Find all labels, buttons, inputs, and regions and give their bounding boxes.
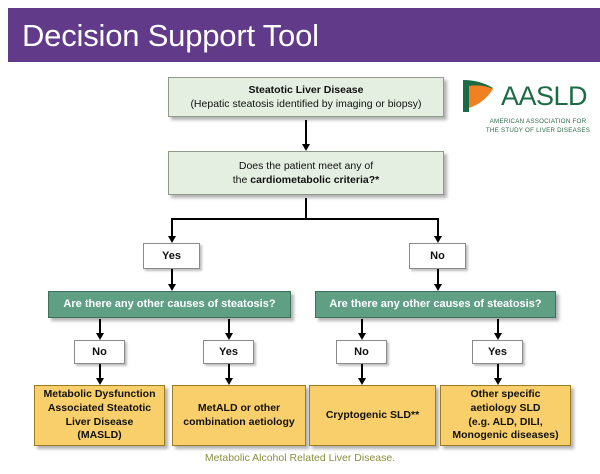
aasld-logo: AASLD AMERICAN ASSOCIATION FOR THE STUDY…: [460, 76, 594, 138]
decision-label-left-yes[interactable]: Yes: [203, 340, 254, 364]
arrow-to-yes-box: [167, 236, 176, 243]
connector-right-no-to-cryptogenic: [361, 364, 363, 380]
node-root-title: Steatotic Liver Disease: [248, 83, 364, 96]
aasld-subtitle: AMERICAN ASSOCIATION FOR THE STUDY OF LI…: [460, 118, 594, 136]
arrow-yes-to-green-left: [167, 284, 176, 291]
decision-label-no[interactable]: No: [409, 243, 466, 269]
outcome-masld: Metabolic Dysfunction Associated Steatot…: [34, 385, 165, 446]
outcome-metald: MetALD or other combination aetiology: [172, 385, 306, 446]
connector-right-yes-to-other: [497, 364, 499, 380]
node-other-causes-question-left: Are there any other causes of steatosis?: [48, 291, 291, 318]
connector-split-left-down: [171, 218, 173, 238]
arrow-left-yes-to-metald: [224, 378, 233, 385]
aasld-subtitle-line1: AMERICAN ASSOCIATION FOR: [489, 118, 587, 125]
outcome-metald-line1: MetALD or other: [197, 401, 281, 414]
connector-no-to-green-right: [437, 269, 439, 286]
connector-question-down: [305, 198, 307, 220]
decision-label-yes[interactable]: Yes: [143, 243, 200, 269]
node-question-line1: Does the patient meet any of: [238, 159, 374, 172]
outcome-other-line2: aetiology SLD: [470, 401, 541, 414]
arrow-no-to-green-right: [433, 284, 442, 291]
outcome-masld-line4: (MASLD): [77, 429, 122, 442]
node-other-causes-question-right: Are there any other causes of steatosis?: [315, 291, 556, 318]
outcome-masld-line1: Metabolic Dysfunction: [43, 388, 156, 401]
footer-note: Metabolic Alcohol Related Liver Disease.: [204, 452, 396, 464]
connector-split-horizontal: [171, 218, 439, 220]
node-cardiometabolic-question: Does the patient meet any of the cardiom…: [168, 151, 444, 195]
outcome-metald-line2: combination aetiology: [183, 415, 295, 428]
aasld-wordmark-row: AASLD: [460, 76, 594, 116]
arrow-right-no-to-cryptogenic: [357, 378, 366, 385]
aasld-subtitle-line2: THE STUDY OF LIVER DISEASES: [485, 126, 591, 134]
arrow-to-no-box: [433, 236, 442, 243]
arrow-green-right-yes: [493, 333, 502, 340]
outcome-masld-line3: Liver Disease: [65, 415, 134, 428]
connector-green-left-no: [99, 319, 101, 335]
outcome-other-line1: Other specific: [470, 388, 541, 401]
node-question-line2-plain: the: [232, 174, 251, 186]
connector-yes-to-green-left: [171, 269, 173, 286]
connector-root-to-question: [305, 120, 307, 146]
outcome-masld-line2: Associated Steatotic: [47, 401, 152, 414]
node-question-line2: the cardiometabolic criteria?*: [233, 173, 379, 187]
connector-green-left-yes: [228, 319, 230, 335]
decision-label-right-yes[interactable]: Yes: [472, 340, 523, 364]
arrow-root-to-question: [301, 144, 310, 151]
outcome-other-specific-aetiology: Other specific aetiology SLD (e.g. ALD, …: [440, 385, 571, 446]
page-title: Decision Support Tool: [22, 17, 319, 53]
node-question-line2-bold: cardiometabolic criteria?*: [250, 174, 380, 186]
decision-label-left-no[interactable]: No: [74, 340, 125, 364]
arrow-green-left-yes: [224, 333, 233, 340]
connector-green-right-yes: [497, 319, 499, 335]
arrow-right-yes-to-other: [493, 378, 502, 385]
connector-green-right-no: [361, 319, 363, 335]
title-banner: Decision Support Tool: [8, 8, 600, 62]
node-root-subtitle: (Hepatic steatosis identified by imaging…: [190, 98, 422, 110]
flowchart-canvas: AASLD AMERICAN ASSOCIATION FOR THE STUDY…: [0, 62, 600, 474]
node-steatotic-liver-disease: Steatotic Liver Disease (Hepatic steatos…: [168, 77, 444, 117]
outcome-cryptogenic-line1: Cryptogenic SLD**: [325, 408, 420, 421]
connector-split-right-down: [437, 218, 439, 238]
outcome-cryptogenic-sld: Cryptogenic SLD**: [309, 385, 436, 446]
arrow-left-no-to-masld: [95, 378, 104, 385]
decision-label-right-no[interactable]: No: [336, 340, 387, 364]
arrow-green-right-no: [357, 333, 366, 340]
connector-left-no-to-masld: [99, 364, 101, 380]
arrow-green-left-no: [95, 333, 104, 340]
aasld-leaf-icon: [463, 80, 493, 112]
aasld-wordmark: AASLD: [501, 80, 588, 111]
connector-left-yes-to-metald: [228, 364, 230, 380]
outcome-other-line3: (e.g. ALD, DILI,: [468, 415, 543, 428]
outcome-other-line4: Monogenic diseases): [452, 429, 559, 442]
